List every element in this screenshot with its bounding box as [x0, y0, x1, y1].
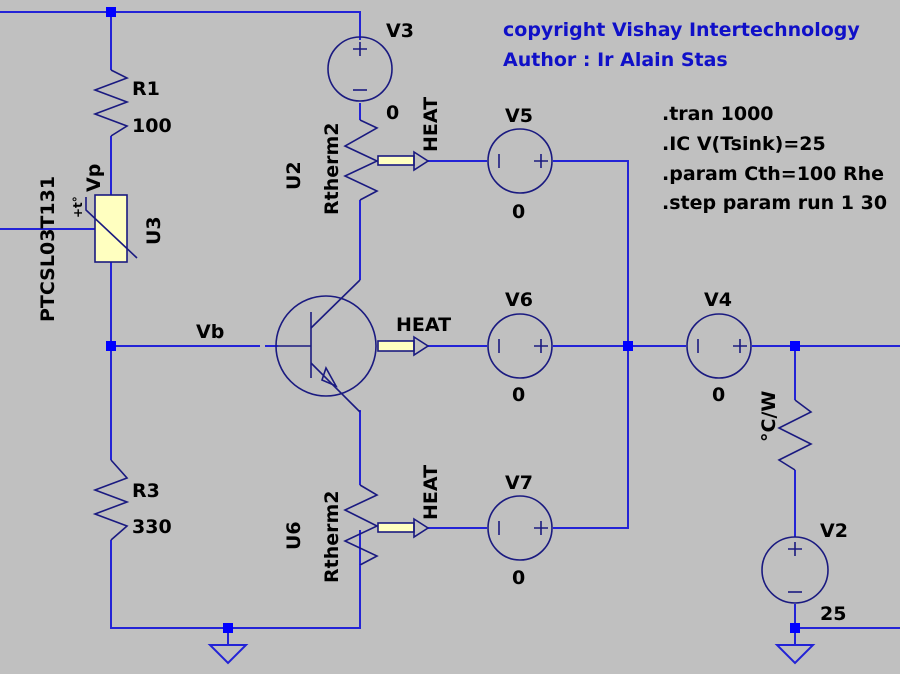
transistor-npn[interactable]: HEAT: [245, 279, 451, 413]
junction-vb: [106, 341, 116, 351]
r1-name: R1: [132, 78, 160, 100]
voltage-source-v3[interactable]: V3 0: [327, 20, 414, 124]
source-circle-icon: [761, 536, 829, 604]
plus-icon: [534, 521, 548, 535]
v5-name: V5: [505, 105, 533, 127]
junction-ground-right: [790, 623, 800, 633]
heat-port-arrow-icon: [413, 150, 430, 172]
plus-icon: [353, 42, 367, 56]
thermal-resistance-rth[interactable]: °C/W: [758, 391, 813, 471]
plus-icon: [534, 339, 548, 353]
thermistor-u3[interactable]: Vp +t° PTCSL03T131 U3: [37, 164, 165, 322]
emitter-arrow-icon: [321, 366, 338, 388]
u3-name: U3: [143, 216, 165, 245]
v5-value: 0: [512, 201, 525, 223]
wire-bus[interactable]: [553, 160, 629, 529]
voltage-source-v4[interactable]: V4 0: [686, 289, 752, 406]
resistor-icon: [777, 399, 813, 471]
v6-name: V6: [505, 289, 533, 311]
heat-port-arrow-icon: [413, 335, 430, 357]
junction-tsink: [790, 341, 800, 351]
plus-icon: [788, 542, 802, 556]
u6-model: Rtherm2: [321, 490, 343, 583]
directive-step[interactable]: .step param run 1 30: [662, 192, 887, 214]
r3-name: R3: [132, 480, 160, 502]
u3-temp-marker: +t°: [71, 196, 85, 218]
u6-name: U6: [283, 521, 305, 550]
resistor-r3[interactable]: R3 330: [92, 459, 172, 541]
v7-name: V7: [505, 472, 533, 494]
v2-name: V2: [820, 520, 848, 542]
heat-port-body: [377, 155, 415, 166]
u3-pin-label: Vp: [83, 164, 105, 192]
source-circle-icon: [686, 313, 752, 379]
v6-value: 0: [512, 384, 525, 406]
u3-model: PTCSL03T131: [37, 176, 59, 322]
transistor-circle-icon: [275, 295, 377, 397]
r1-value: 100: [132, 115, 172, 137]
v4-value: 0: [712, 384, 725, 406]
v7-value: 0: [512, 567, 525, 589]
comment-copyright: copyright Vishay Intertechnology: [503, 19, 860, 41]
u2-name: U2: [283, 161, 305, 190]
wire-v2-ground[interactable]: [794, 604, 900, 629]
ground-right-icon: [774, 633, 816, 665]
source-circle-icon: [487, 128, 553, 194]
junction-top: [106, 7, 116, 17]
net-label-vb: Vb: [196, 321, 224, 343]
heat-port-body: [377, 340, 415, 352]
v4-name: V4: [704, 289, 732, 311]
directive-param[interactable]: .param Cth=100 Rhe: [662, 163, 884, 185]
thermal-resistor-u2[interactable]: U2 Rtherm2 HEAT: [283, 97, 442, 215]
v2-value: 25: [820, 603, 846, 625]
resistor-icon: [92, 459, 130, 541]
net-label-heat-u2: HEAT: [420, 97, 442, 152]
v3-value: 0: [386, 102, 399, 124]
voltage-source-v2[interactable]: V2 25: [761, 520, 848, 625]
resistor-icon: [343, 484, 379, 566]
thermistor-body: [94, 194, 128, 263]
directive-ic[interactable]: .IC V(Tsink)=25: [662, 133, 826, 155]
emitter-line: [310, 362, 361, 413]
plus-icon: [733, 339, 747, 353]
plus-icon: [534, 154, 548, 168]
u2-model: Rtherm2: [321, 122, 343, 215]
resistor-icon: [343, 119, 379, 201]
source-circle-icon: [487, 495, 553, 561]
voltage-source-v6[interactable]: V6 0: [487, 289, 553, 406]
wire-top-rail[interactable]: [0, 11, 361, 40]
thermistor-slash-icon: [85, 197, 138, 259]
heat-port-body: [377, 522, 415, 533]
voltage-source-v5[interactable]: V5 0: [487, 105, 553, 223]
ground-left-icon: [207, 633, 249, 665]
resistor-icon: [92, 69, 130, 137]
r3-value: 330: [132, 516, 172, 538]
net-label-heat-q: HEAT: [396, 314, 451, 336]
source-circle-icon: [487, 313, 553, 379]
v3-name: V3: [386, 20, 414, 42]
directive-tran[interactable]: .tran 1000: [662, 103, 774, 125]
junction-bus: [623, 341, 633, 351]
heat-port-arrow-icon: [413, 517, 430, 539]
net-label-heat-u6: HEAT: [420, 465, 442, 520]
resistor-r1[interactable]: R1 100: [92, 69, 172, 137]
junction-ground-left: [223, 623, 233, 633]
source-circle-icon: [327, 36, 393, 102]
thermal-resistor-u6[interactable]: U6 Rtherm2 HEAT: [283, 465, 442, 583]
collector-line: [310, 279, 361, 329]
voltage-source-v7[interactable]: V7 0: [487, 472, 553, 589]
rth-value: °C/W: [758, 391, 780, 442]
comment-author: Author : Ir Alain Stas: [503, 49, 728, 71]
